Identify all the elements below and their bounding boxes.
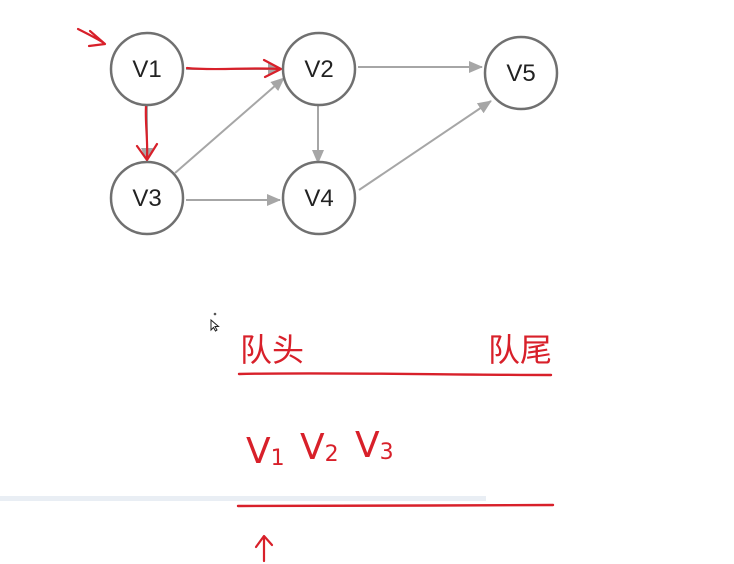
node-v3[interactable]: V3 bbox=[109, 160, 185, 236]
queue-front-pointer-arrow bbox=[254, 534, 274, 563]
queue-items: V1 V2 V3 bbox=[246, 425, 394, 472]
node-v4[interactable]: V4 bbox=[281, 160, 357, 236]
queue-head-label: 队头 bbox=[240, 331, 304, 369]
node-v1[interactable]: V1 bbox=[109, 31, 185, 107]
graph-edges bbox=[141, 61, 492, 206]
queue-item-v1: V1 bbox=[246, 431, 285, 472]
queue-item-subscript: 3 bbox=[380, 440, 394, 465]
queue-diagram: 队头 队尾 V1 V2 V3 bbox=[0, 331, 555, 563]
node-label: V3 bbox=[132, 185, 161, 212]
node-v2[interactable]: V2 bbox=[281, 31, 357, 107]
node-label: V5 bbox=[506, 60, 535, 87]
node-label: V2 bbox=[304, 56, 333, 83]
queue-item-v3: V3 bbox=[355, 425, 394, 466]
node-label: V1 bbox=[132, 56, 161, 83]
edge-v3-v2 bbox=[174, 77, 285, 174]
queue-item-v2: V2 bbox=[300, 427, 339, 468]
queue-top-line bbox=[237, 372, 553, 377]
queue-item-letter: V bbox=[355, 425, 380, 466]
queue-item-subscript: 2 bbox=[325, 442, 339, 467]
queue-item-letter: V bbox=[246, 431, 271, 472]
node-v5[interactable]: V5 bbox=[483, 35, 559, 111]
edge-v4-v5 bbox=[358, 100, 492, 191]
mouse-cursor-icon bbox=[210, 312, 220, 332]
start-pointer-arrow bbox=[76, 27, 107, 48]
traversal-annotations bbox=[76, 27, 283, 162]
visited-edge-v1-v3 bbox=[135, 104, 159, 162]
scrollbar-track[interactable] bbox=[0, 496, 486, 501]
queue-tail-label: 队尾 bbox=[488, 331, 552, 369]
queue-bottom-line bbox=[236, 503, 555, 508]
queue-item-letter: V bbox=[300, 427, 325, 468]
node-label: V4 bbox=[304, 185, 333, 212]
graph-nodes: V1 V2 V3 V4 V5 bbox=[109, 31, 559, 236]
visited-edge-v1-v2 bbox=[185, 58, 283, 79]
queue-item-subscript: 1 bbox=[271, 446, 285, 471]
